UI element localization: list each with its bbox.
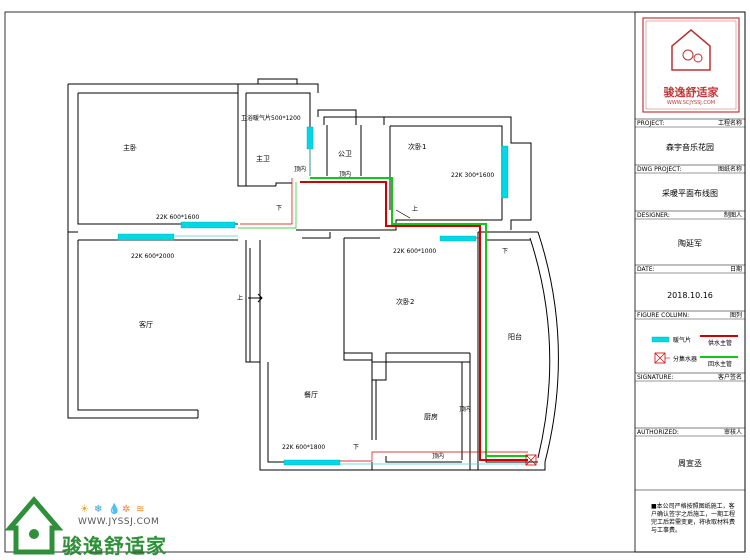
label-up-2: 上 [237,294,243,302]
room-second-bedroom-1: 次卧1 [408,142,426,151]
radiator-bedroom2 [439,235,477,242]
label-bath-radiator: 卫浴暖气片500*1200 [241,114,301,122]
project-label: PROJECT: [637,120,664,127]
label-up-1: 上 [412,205,418,213]
project-value: 森宇音乐花园 [666,142,714,152]
label-ceiling-2: 顶内 [339,170,351,178]
label-radiator-living: 22K 600*2000 [131,253,174,260]
signature-label-cn: 客户签名 [718,373,742,381]
dwg-label-cn: 图纸名称 [718,165,742,173]
legend-return-text: 回水主管 [708,360,732,368]
radiator-bedroom1 [501,145,509,199]
title-block: 骏逸舒适家 WWW.SCJYSSJ.COM PROJECT: 工程名称 森宇音乐… [634,11,746,553]
manifold-box [525,454,537,466]
room-balcony: 阳台 [508,332,522,341]
label-radiator-bedroom2: 22K 600*1000 [393,248,436,255]
snowflake-icon: ❄ [94,504,102,515]
figure-label-cn: 图列 [730,311,742,319]
label-ceiling-4: 顶内 [432,452,444,460]
title-block-note: ■本公司严格按照图纸施工，客户确认签字之后施工，一期工程完工后若需变更，将收取材… [651,503,736,534]
radiator-bath [306,126,314,150]
date-label-cn: 日期 [730,265,742,273]
room-second-bedroom-2: 次卧2 [396,297,414,306]
radiators [117,126,509,466]
house-icon [671,29,711,71]
sun-icon: ☀ [80,504,89,515]
signature-label: SIGNATURE: [637,374,673,381]
room-public-bath: 公卫 [338,150,352,158]
label-down-2: 下 [502,248,508,255]
logo-brand-text: 骏逸舒适家 [664,85,720,99]
label-radiator-master: 22K 600*1600 [156,214,199,221]
radiator-master [180,221,236,229]
date-value: 2018.10.16 [667,291,713,300]
project-label-cn: 工程名称 [718,119,742,127]
figure-label: FIGURE COLUMN: [637,312,689,319]
company-logo: 骏逸舒适家 WWW.SCJYSSJ.COM [642,17,740,113]
radiator-living [117,233,175,241]
legend-supply-text: 供水主管 [708,339,732,347]
designer-label-cn: 制图人 [724,211,742,219]
label-radiator-bedroom1: 22K 300*1600 [451,172,494,179]
legend-manifold-text: 分集水器 [673,355,697,363]
legend-radiator-swatch [651,336,670,343]
label-ceiling-3: 顶内 [459,405,471,413]
supply-pipe [300,181,528,461]
walls [67,78,559,471]
footer-brand-text: 骏逸舒适家 [62,534,167,558]
radiator-dining [283,459,341,466]
logo-url-text: WWW.SCJYSSJ.COM [667,100,715,106]
authorized-value: 周宣丞 [678,458,702,468]
fan-icon: ✲ [122,504,130,515]
dwg-value: 采暖平面布线图 [662,188,718,198]
footer-logo-graphic: ☀ ❄ 💧 ✲ ≋ [4,496,144,555]
return-pipe [310,177,528,457]
room-master-bedroom: 主卧 [123,143,137,152]
legend-radiator-text: 暖气片 [673,336,691,344]
footer-house-icon [4,496,64,555]
room-kitchen: 厨房 [424,412,438,421]
label-down-1: 下 [276,205,282,212]
annotations: 卫浴暖气片500*1200 22K 300*1600 22K 600*1600 … [131,114,508,460]
room-labels: 主卧 主卫 公卫 次卧1 次卧2 客厅 餐厅 厨房 阳台 [123,142,522,421]
label-ceiling-1: 顶内 [294,165,306,173]
designer-value: 陶延军 [678,238,702,248]
room-living: 客厅 [139,320,153,329]
wifi-icon: ≋ [136,504,144,515]
authorized-label: AUTHORIZED: [637,429,679,436]
drop-icon: 💧 [108,502,120,515]
branch-pipes [175,148,528,465]
room-dining: 餐厅 [304,390,318,399]
authorized-label-cn: 审核人 [724,428,742,436]
label-radiator-dining: 22K 600*1800 [282,444,325,451]
label-down-3: 下 [353,444,359,451]
designer-label: DESIGNER: [637,212,670,219]
room-master-bath: 主卫 [256,154,270,163]
dwg-label: DWG PROJECT: [637,166,681,173]
date-label: DATE: [637,266,655,273]
footer-url-text: WWW.JYSSJ.COM [78,517,160,527]
